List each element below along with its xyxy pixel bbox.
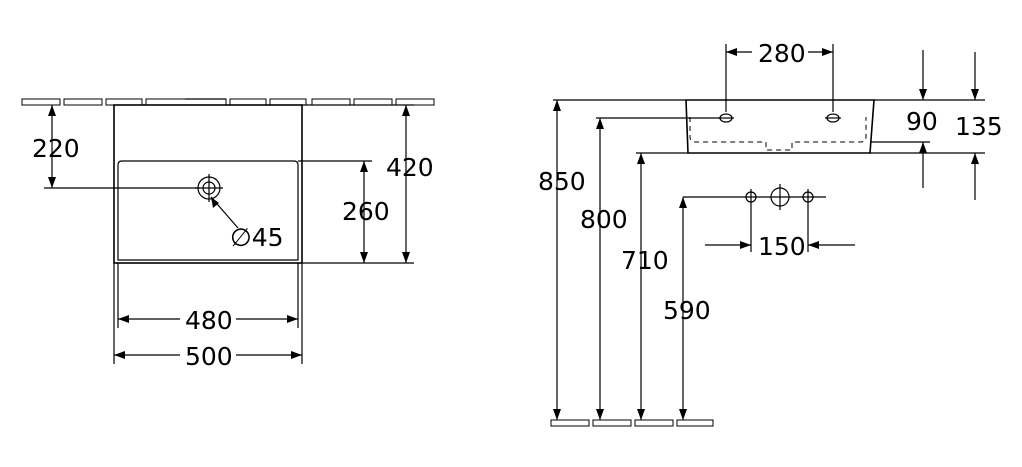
dim-depth-total: 135	[955, 52, 1003, 200]
label-220: 220	[32, 134, 80, 163]
label-800: 800	[580, 205, 628, 234]
dim-bowl-width: 480	[117, 263, 299, 335]
label-135: 135	[955, 112, 1003, 141]
wall-tiles-top	[21, 98, 435, 106]
elevation-view: 280 90 135 850	[538, 39, 1003, 427]
label-850: 850	[538, 167, 586, 196]
side-tap-hole-left-icon	[718, 113, 734, 123]
dim-height-total: 420	[302, 104, 434, 264]
dim-total-width: 500	[113, 263, 303, 371]
dim-bottom-height: 710	[621, 153, 669, 420]
label-500: 500	[185, 342, 233, 371]
label-diameter-45: ∅45	[230, 223, 284, 252]
waste-fitting-left-icon	[745, 189, 757, 252]
basin-side-outline	[685, 99, 875, 154]
label-150: 150	[758, 232, 806, 261]
floor-tiles	[550, 419, 714, 427]
label-480: 480	[185, 306, 233, 335]
dim-waste-height: 590	[663, 196, 826, 420]
dim-tap-offset: 220	[32, 105, 200, 189]
label-710: 710	[621, 246, 669, 275]
side-tap-hole-right-icon	[825, 113, 841, 123]
waste-fitting-right-icon	[802, 189, 814, 252]
label-260: 260	[342, 197, 390, 226]
basin-outline	[113, 104, 303, 264]
dim-waste-spacing: 150	[705, 232, 855, 261]
waste-fitting-center-icon	[770, 184, 790, 210]
label-420: 420	[386, 153, 434, 182]
dim-depth: 90	[906, 50, 938, 188]
dim-bowl-height: 260	[298, 160, 390, 263]
dim-rim-height: 850	[538, 100, 586, 420]
bowl-outline	[117, 160, 299, 261]
basin-inner-dashed	[689, 117, 867, 151]
label-90: 90	[906, 107, 938, 136]
dim-tap-height: 800	[580, 118, 628, 420]
plan-view: 220 420 260 ∅45	[21, 98, 435, 371]
dim-tap-spacing: 280	[725, 39, 834, 112]
label-280: 280	[758, 39, 806, 68]
label-590: 590	[663, 296, 711, 325]
dim-hole-diameter: ∅45	[210, 196, 284, 252]
